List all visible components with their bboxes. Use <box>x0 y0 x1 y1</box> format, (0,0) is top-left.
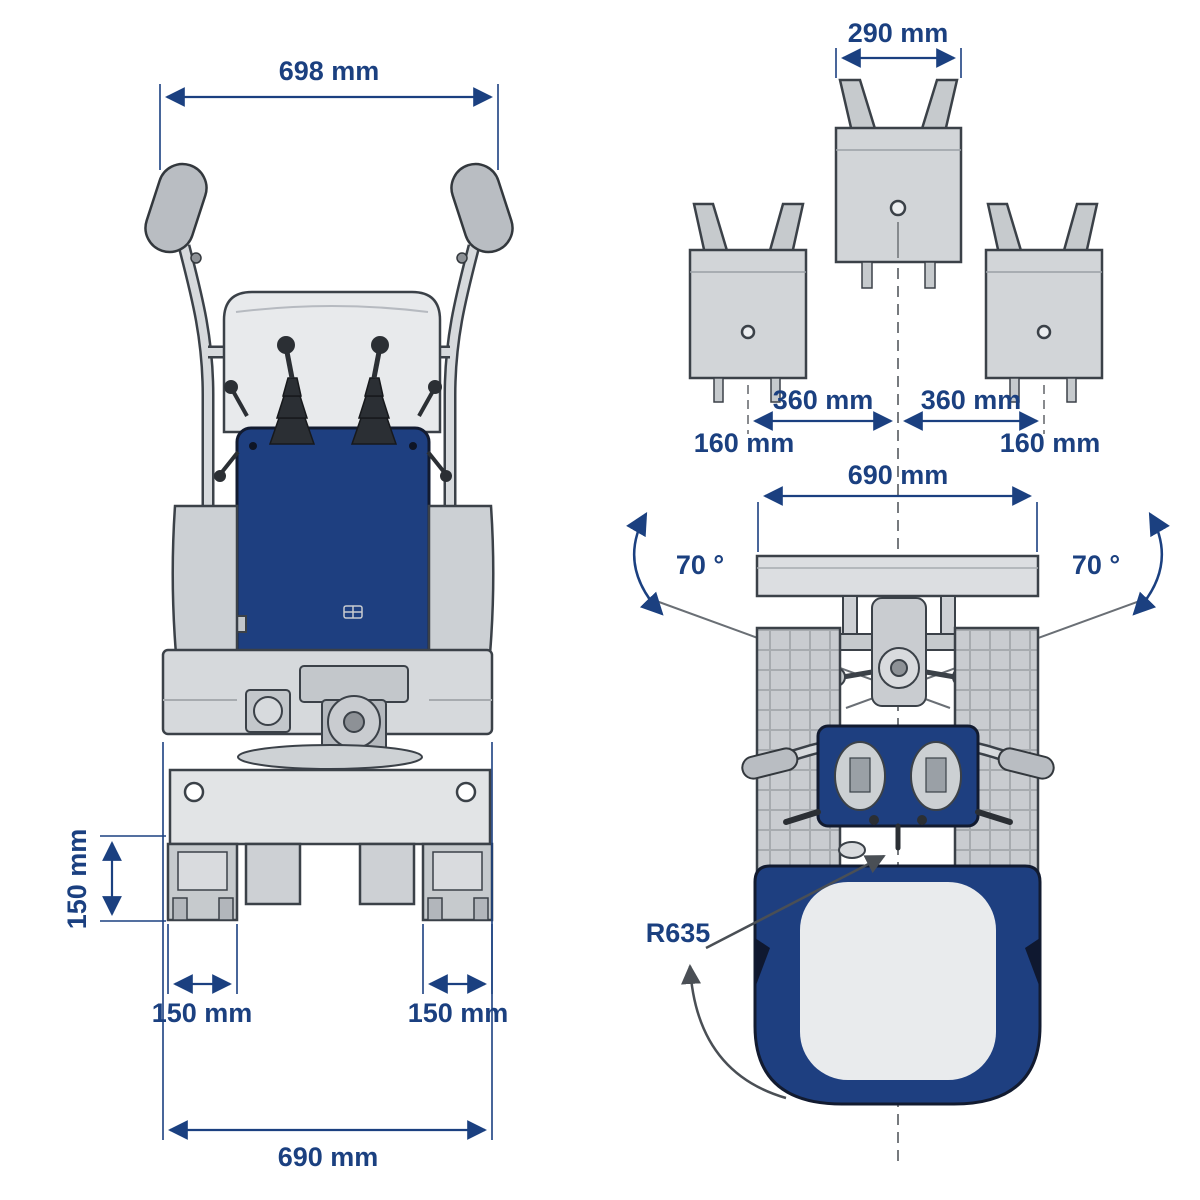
front-tracks <box>166 842 494 922</box>
dim-label-front-overall-width: 690 mm <box>278 1142 379 1172</box>
dim-label-offset-right: 360 mm <box>921 385 1022 415</box>
top-grip-right <box>997 747 1055 780</box>
dim-label-turn-radius: R635 <box>646 918 711 948</box>
dim-label-blade-width: 690 mm <box>848 460 949 490</box>
joystick-left <box>268 336 316 445</box>
dim-label-track-height: 150 mm <box>62 829 92 930</box>
dump-notch-left <box>755 938 770 988</box>
dim-track-width-right <box>422 924 493 994</box>
dim-blade-width <box>757 486 1038 552</box>
dim-track-width-left <box>167 924 238 994</box>
cover-emblem <box>343 605 363 619</box>
drive-unit <box>237 665 423 770</box>
dump-notch-right <box>1025 938 1040 988</box>
dim-front-top-width <box>159 84 499 170</box>
engine-cover <box>212 426 431 666</box>
side-panel-left <box>171 504 239 656</box>
frame-bolt-right <box>455 781 477 803</box>
dim-label-front-top-width: 698 mm <box>279 56 380 86</box>
dim-label-track-width-right: 150 mm <box>408 998 509 1028</box>
radius-arc <box>681 964 787 1100</box>
grip-pivot-right <box>456 252 468 264</box>
fuel-cap <box>838 841 866 859</box>
backrest-seam <box>235 305 429 313</box>
dump-body-panel <box>800 882 996 1080</box>
swing-arc-left <box>626 512 664 616</box>
dim-label-track-width-left: 150 mm <box>152 998 253 1028</box>
swing-arc-right <box>1132 512 1170 616</box>
attachment-right <box>984 202 1104 403</box>
top-view: 290 mm <box>626 18 1170 1168</box>
backrest-panel <box>222 290 442 434</box>
attachment-left <box>688 202 808 403</box>
front-view: 698 mm <box>62 56 514 1172</box>
dim-attachment-width <box>835 48 962 78</box>
side-panel-right <box>427 504 495 656</box>
dim-label-edge-right: 160 mm <box>1000 428 1101 458</box>
grip-pivot-left <box>190 252 202 264</box>
dim-front-overall-width <box>162 742 493 1140</box>
dim-label-offset-left: 360 mm <box>773 385 874 415</box>
aux-levers <box>214 380 452 482</box>
base-frame <box>168 768 492 846</box>
handle-grip-right <box>450 162 514 254</box>
frame-bolt-left <box>183 781 205 803</box>
joystick-right <box>350 336 398 445</box>
dim-label-attachment-width: 290 mm <box>848 18 949 48</box>
radius-leader-arrow <box>705 854 886 950</box>
dim-track-height <box>100 835 166 922</box>
top-grip-left <box>741 747 799 780</box>
dim-label-edge-left: 160 mm <box>694 428 795 458</box>
dim-label-swing-left: 70 ° <box>676 550 724 580</box>
blade-arms <box>826 595 972 707</box>
blade <box>755 554 1040 598</box>
handle-grip-left <box>144 162 208 254</box>
dim-label-swing-right: 70 ° <box>1072 550 1120 580</box>
attachment-center <box>834 78 963 289</box>
top-engine <box>783 724 1013 851</box>
